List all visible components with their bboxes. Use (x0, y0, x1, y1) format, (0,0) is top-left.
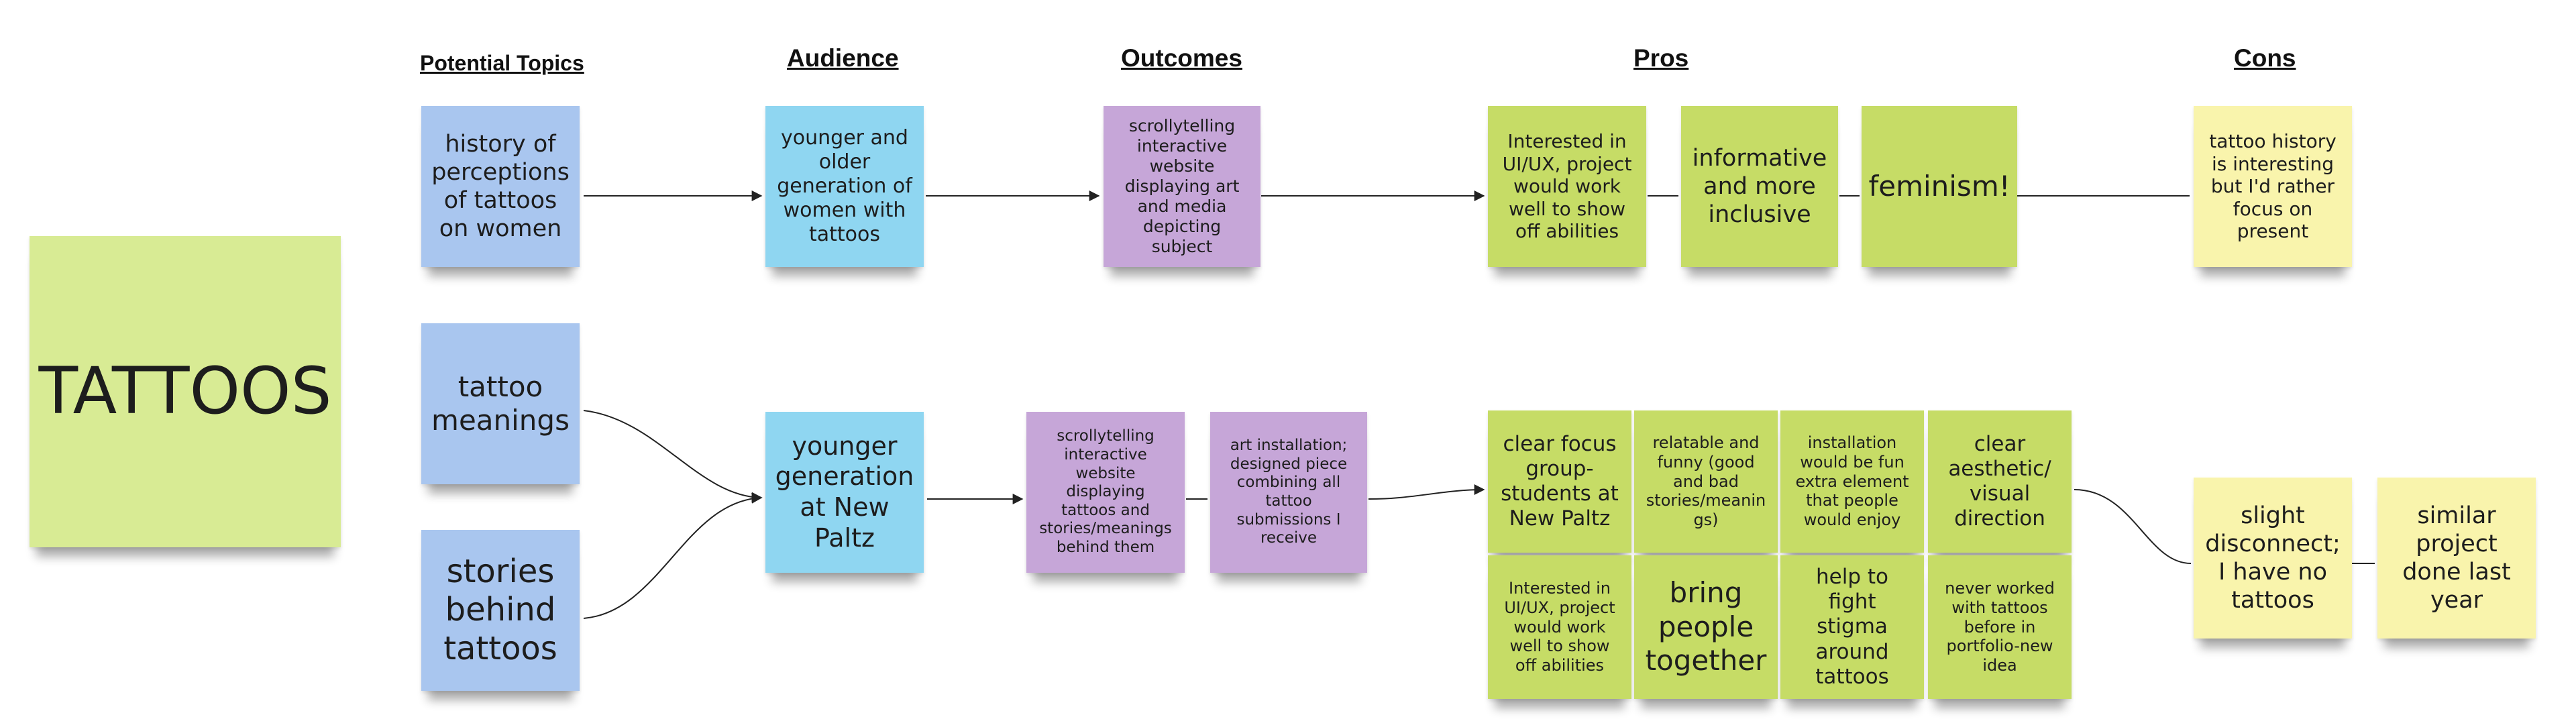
pros-note-inclusive[interactable]: informative and more inclusive (1681, 106, 1838, 267)
outcome-note-art-media[interactable]: scrollytelling interactive website displ… (1104, 106, 1260, 267)
outcome-note-tattoo-stories[interactable]: scrollytelling interactive website displ… (1026, 412, 1185, 573)
pros-note-feminism[interactable]: feminism! (1862, 106, 2017, 267)
audience-note-women[interactable]: younger and older generation of women wi… (765, 106, 924, 267)
pros-note-fight-stigma[interactable]: help to fight stigma around tattoos (1780, 555, 1924, 699)
outcome-note-art-installation[interactable]: art installation; designed piece combini… (1210, 412, 1367, 573)
cons-note-history[interactable]: tattoo history is interesting but I'd ra… (2194, 106, 2352, 267)
pros-note-ui-ux-2[interactable]: Interested in UI/UX, project would work … (1488, 555, 1631, 699)
arrow-outcome3-to-pros (1368, 484, 1485, 500)
audience-note-new-paltz[interactable]: younger generation at New Paltz (765, 412, 924, 573)
pros-note-installation-fun[interactable]: installation would be fun extra element … (1780, 410, 1924, 553)
pros-note-focus-group[interactable]: clear focus group- students at New Paltz (1488, 410, 1631, 553)
cons-note-disconnect[interactable]: slight disconnect; I have no tattoos (2194, 478, 2352, 639)
topic-note-history[interactable]: history of perceptions of tattoos on wom… (421, 106, 580, 267)
header-potential-topics: Potential Topics (420, 51, 584, 75)
pros-note-ui-ux[interactable]: Interested in UI/UX, project would work … (1488, 106, 1646, 267)
main-topic-note[interactable]: TATTOOS (30, 236, 341, 547)
topic-note-meanings[interactable]: tattoo meanings (421, 323, 580, 484)
curve-pros-to-cons2 (2074, 489, 2192, 564)
header-cons: Cons (2234, 44, 2296, 72)
header-audience: Audience (787, 44, 899, 72)
header-outcomes: Outcomes (1121, 44, 1242, 72)
pros-note-aesthetic[interactable]: clear aesthetic/ visual direction (1928, 410, 2072, 553)
pros-note-new-idea[interactable]: never worked with tattoos before in port… (1928, 555, 2072, 699)
header-pros: Pros (1633, 44, 1689, 72)
pros-note-bring-together[interactable]: bring people together (1634, 555, 1778, 699)
pros-note-relatable[interactable]: relatable and funny (good and bad storie… (1634, 410, 1778, 553)
cons-note-similar-project[interactable]: similar project done last year (2377, 478, 2536, 639)
topic-note-stories[interactable]: stories behind tattoos (421, 530, 580, 691)
arrow-topic2-to-audience2 (583, 410, 763, 503)
arrow-topic3-to-audience2 (583, 492, 763, 619)
